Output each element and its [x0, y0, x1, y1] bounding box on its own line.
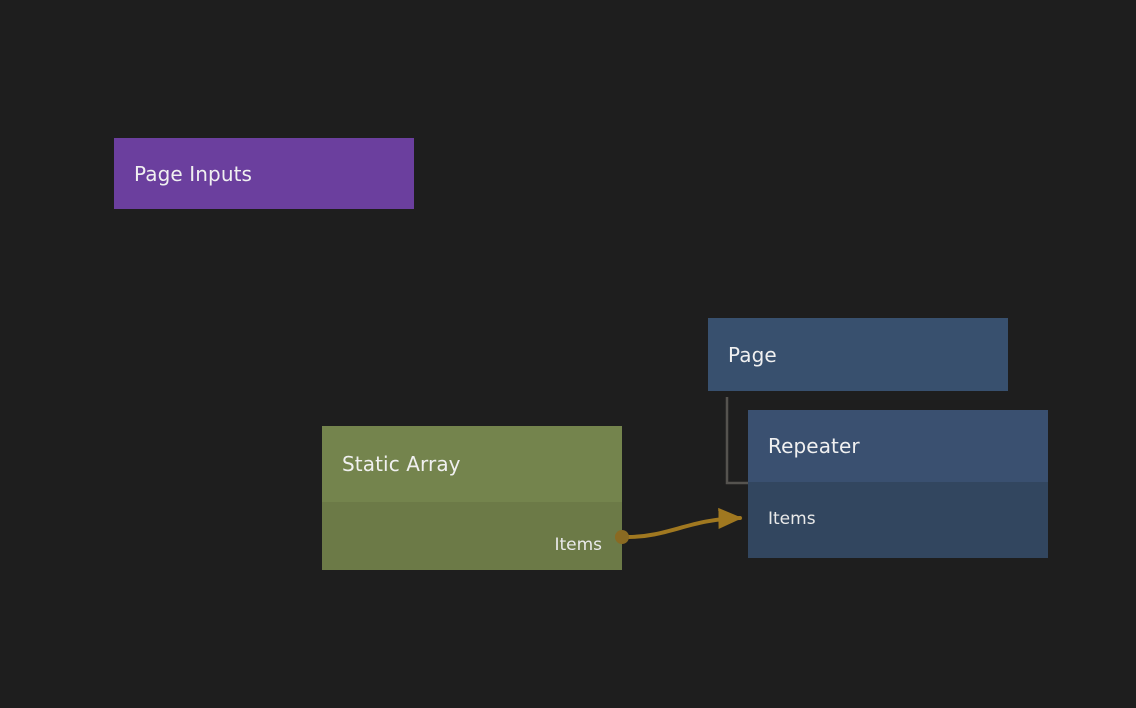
node-page-inputs-header[interactable]: Page Inputs	[114, 138, 414, 209]
port-repeater-items-input[interactable]: Items	[768, 508, 816, 530]
node-page-inputs-title: Page Inputs	[134, 164, 252, 184]
node-page-header[interactable]: Page	[708, 318, 1008, 391]
node-static-array-body: Items	[322, 502, 622, 570]
port-static-array-items-label: Items	[554, 537, 602, 554]
node-static-array[interactable]: Static Array Items	[322, 426, 622, 570]
port-repeater-items-label: Items	[768, 511, 816, 528]
node-page[interactable]: Page	[708, 318, 1008, 391]
node-repeater-title: Repeater	[768, 436, 860, 456]
node-page-title: Page	[728, 345, 777, 365]
port-static-array-items-output[interactable]: Items	[554, 534, 602, 556]
node-page-inputs[interactable]: Page Inputs	[114, 138, 414, 209]
node-static-array-title: Static Array	[342, 454, 461, 474]
node-repeater-header[interactable]: Repeater	[748, 410, 1048, 482]
node-repeater[interactable]: Repeater Items	[748, 410, 1048, 558]
port-dot-static-array-items[interactable]	[615, 530, 629, 544]
connection-static-array-items-to-repeater-items	[628, 518, 740, 537]
node-repeater-body: Items	[748, 482, 1048, 558]
node-static-array-header[interactable]: Static Array	[322, 426, 622, 502]
